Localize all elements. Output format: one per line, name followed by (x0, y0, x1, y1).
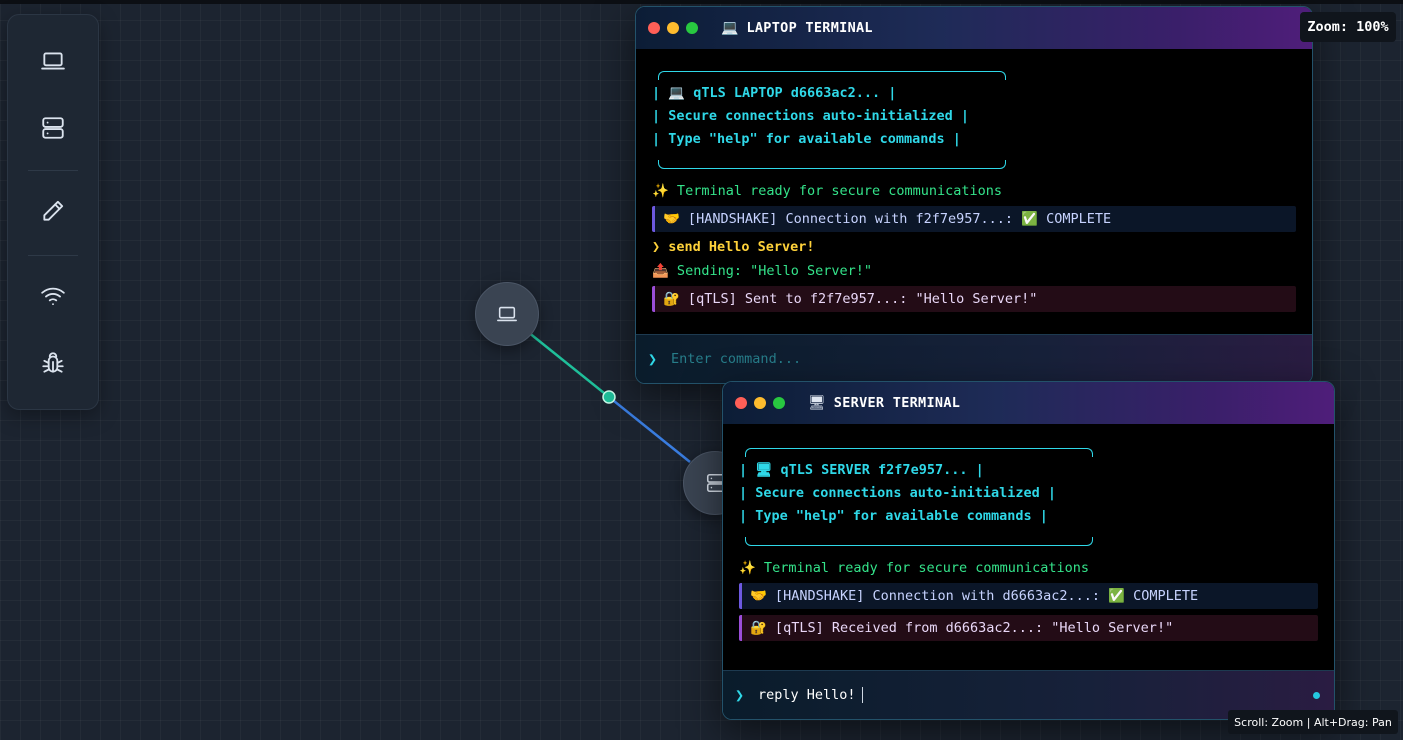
wifi-icon (41, 287, 65, 306)
qtls-sent-log: 🔐 [qTLS] Sent to f2f7e957...: "Hello Ser… (652, 286, 1296, 312)
laptop-tool-button[interactable] (23, 33, 83, 89)
bug-tool-button[interactable] (23, 335, 83, 391)
server-terminal-header[interactable]: 🖥 SERVER TERMINAL (723, 382, 1334, 424)
banner-top-border (658, 71, 1006, 80)
server-command-input[interactable] (756, 686, 861, 704)
connection-status-dot (1313, 692, 1320, 699)
command-echo: ❯ send Hello Server! (652, 239, 815, 255)
zoom-indicator: Zoom: 100% (1300, 12, 1396, 42)
laptop-terminal-window: 💻 LAPTOP TERMINAL | 💻 qTLS LAPTOP d6663a… (635, 6, 1313, 384)
minimize-button[interactable] (667, 22, 679, 34)
canvas-controls-hint: Scroll: Zoom | Alt+Drag: Pan (1228, 710, 1398, 734)
server-terminal-title: SERVER TERMINAL (833, 395, 961, 411)
qtls-received-log: 🔐 [qTLS] Received from d6663ac2...: "Hel… (739, 615, 1318, 641)
sending-message: 📤 Sending: "Hello Server!" (652, 263, 873, 279)
laptop-welcome-banner: | 💻 qTLS LAPTOP d6663ac2... | | Secure c… (652, 71, 1006, 169)
desktop-icon: 🖥 (808, 395, 826, 411)
wire-midpoint-handle[interactable] (602, 390, 616, 404)
minimize-button[interactable] (754, 397, 766, 409)
ready-message: ✨ Terminal ready for secure communicatio… (739, 560, 1090, 576)
banner-bottom-border (745, 537, 1093, 546)
banner-bottom-border (658, 160, 1006, 169)
close-button[interactable] (648, 22, 660, 34)
server-welcome-banner: | 🖥 qTLS SERVER f2f7e957... | | Secure c… (739, 448, 1093, 546)
text-caret (862, 687, 864, 703)
wire-segment-laptop (527, 331, 610, 398)
wire-segment-server (608, 396, 691, 463)
laptop-command-input[interactable] (669, 350, 1174, 368)
close-button[interactable] (735, 397, 747, 409)
banner-line: | 🖥 qTLS SERVER f2f7e957... | (739, 462, 984, 478)
laptop-terminal-title: LAPTOP TERMINAL (746, 20, 873, 36)
handshake-log: 🤝 [HANDSHAKE] Connection with d6663ac2..… (739, 583, 1318, 609)
banner-line: | Type "help" for available commands | (739, 508, 1048, 524)
maximize-button[interactable] (773, 397, 785, 409)
maximize-button[interactable] (686, 22, 698, 34)
server-icon (42, 117, 64, 139)
laptop-icon (41, 52, 65, 70)
bug-icon (42, 352, 64, 373)
pencil-tool-button[interactable] (23, 183, 83, 239)
laptop-icon (497, 306, 517, 322)
window-top-edge (0, 0, 1403, 4)
prompt-chevron: ❯ (735, 686, 745, 704)
prompt-chevron: ❯ (648, 350, 658, 368)
laptop-icon: 💻 (721, 20, 739, 36)
banner-line: | Type "help" for available commands | (652, 131, 961, 147)
ready-message: ✨ Terminal ready for secure communicatio… (652, 183, 1003, 199)
server-terminal-output: | 🖥 qTLS SERVER f2f7e957... | | Secure c… (723, 424, 1334, 641)
banner-line: | Secure connections auto-initialized | (739, 485, 1056, 501)
server-tool-button[interactable] (23, 100, 83, 156)
server-terminal-window: 🖥 SERVER TERMINAL | 🖥 qTLS SERVER f2f7e9… (722, 381, 1335, 720)
banner-line: | Secure connections auto-initialized | (652, 108, 969, 124)
toolbar-divider (28, 170, 78, 171)
laptop-terminal-header[interactable]: 💻 LAPTOP TERMINAL (636, 7, 1312, 49)
laptop-node[interactable] (475, 282, 539, 346)
tool-palette (7, 14, 99, 410)
pencil-icon (43, 200, 64, 221)
handshake-log: 🤝 [HANDSHAKE] Connection with f2f7e957..… (652, 206, 1296, 232)
banner-top-border (745, 448, 1093, 457)
wifi-tool-button[interactable] (23, 268, 83, 324)
toolbar-divider (28, 255, 78, 256)
laptop-command-bar: ❯ (636, 334, 1312, 383)
laptop-terminal-output: | 💻 qTLS LAPTOP d6663ac2... | | Secure c… (636, 49, 1312, 312)
banner-line: | 💻 qTLS LAPTOP d6663ac2... | (652, 85, 897, 101)
server-command-bar: ❯ (723, 670, 1334, 719)
